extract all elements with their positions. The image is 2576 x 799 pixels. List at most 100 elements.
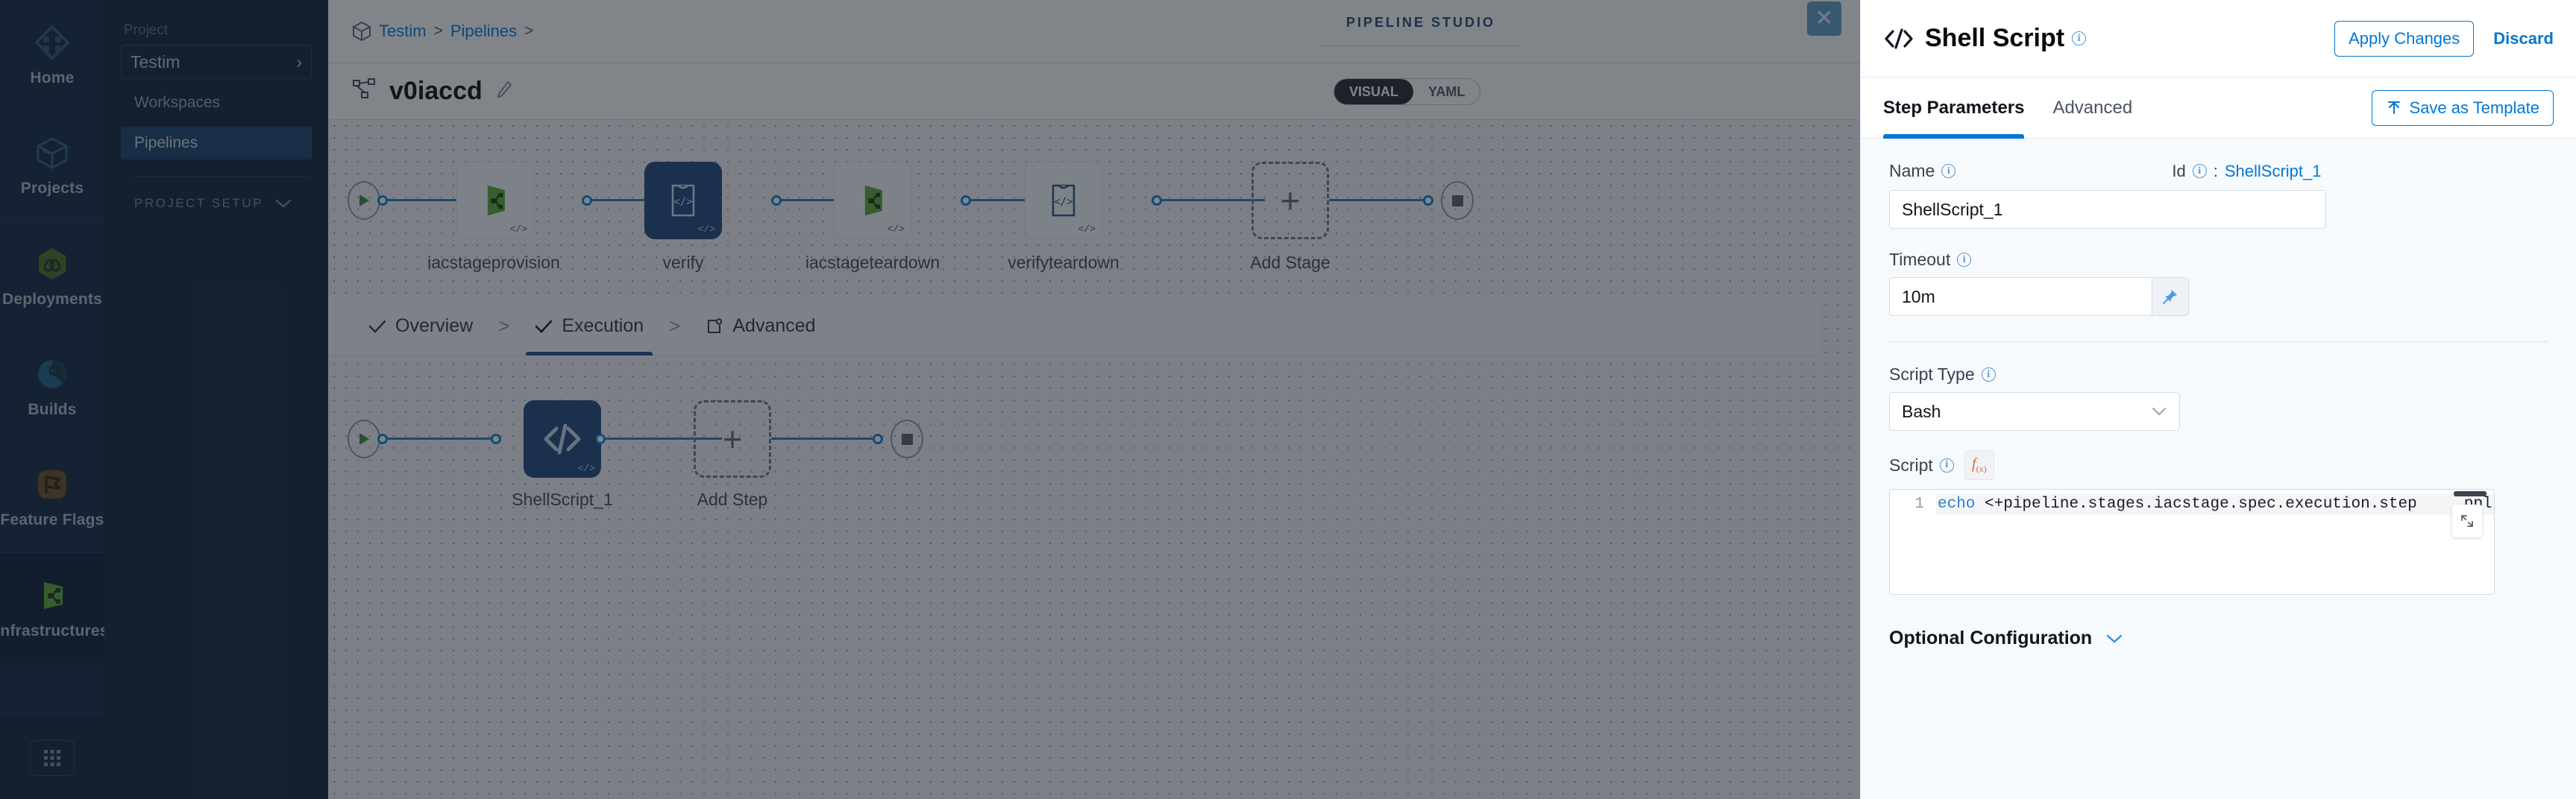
sub-tab-separator: >: [498, 315, 510, 337]
sidebar-item-feature-flags[interactable]: Feature Flags: [0, 442, 104, 552]
toggle-option-visual[interactable]: VISUAL: [1334, 79, 1414, 104]
project-setup-section[interactable]: PROJECT SETUP: [121, 190, 312, 217]
pencil-icon[interactable]: [496, 80, 512, 102]
step-type-badge: </>: [577, 463, 595, 474]
connector-line: [771, 438, 876, 440]
stage-type-badge: </>: [1078, 224, 1096, 235]
info-icon[interactable]: i: [1939, 458, 1954, 473]
step-node-shellscript-1[interactable]: </>: [524, 400, 601, 478]
info-icon[interactable]: i: [2192, 164, 2207, 178]
cube-icon: [352, 21, 371, 42]
play-icon: [359, 433, 369, 445]
add-step-button[interactable]: +: [694, 400, 771, 478]
id-label: Id: [2172, 161, 2186, 180]
nav-item-pipelines[interactable]: Pipelines: [121, 127, 312, 160]
infrastructure-icon: [487, 185, 505, 216]
info-icon[interactable]: i: [1981, 367, 1996, 382]
builds-pie-icon: [38, 360, 66, 389]
panel-body: Name i Id i : ShellScript_1 Timeout i: [1861, 139, 2576, 799]
script-type-select[interactable]: Bash: [1889, 392, 2180, 431]
infrastructure-icon: [44, 582, 63, 610]
timeout-label: Timeout: [1889, 250, 1951, 269]
timeout-pin-button[interactable]: [2152, 277, 2189, 316]
name-label: Name: [1889, 161, 1935, 180]
expression-fx-button[interactable]: f(x): [1964, 450, 1994, 480]
nav-divider: [133, 176, 310, 177]
nav-item-label: Workspaces: [134, 94, 221, 111]
editor-code[interactable]: echo <+pipeline.stages.iacstage.spec.exe…: [1936, 494, 2494, 515]
svg-text:</>: </>: [673, 196, 692, 208]
name-id-row: Name i Id i : ShellScript_1: [1889, 161, 2548, 181]
toggle-option-yaml[interactable]: YAML: [1428, 83, 1466, 99]
sub-tab-advanced[interactable]: Advanced: [692, 297, 829, 356]
info-icon[interactable]: i: [2072, 31, 2087, 45]
id-colon: :: [2213, 161, 2218, 180]
panel-header: Shell Script i Apply Changes Discard: [1861, 0, 2576, 78]
script-editor[interactable]: 1 echo <+pipeline.stages.iacstage.spec.e…: [1889, 489, 2495, 595]
script-type-value: Bash: [1902, 401, 1941, 421]
stop-icon: [901, 433, 913, 445]
panel-title: Shell Script: [1925, 24, 2065, 52]
info-icon[interactable]: i: [1957, 253, 1972, 267]
breadcrumb-item-testim[interactable]: Testim: [379, 22, 427, 40]
chevron-down-icon: [2106, 634, 2123, 643]
view-mode-toggle[interactable]: VISUAL YAML: [1333, 78, 1481, 105]
advanced-gear-icon: [708, 318, 723, 333]
stage-label: iacstageprovision: [427, 253, 560, 272]
sub-tab-label: Advanced: [732, 315, 816, 336]
name-input[interactable]: [1889, 190, 2326, 229]
stage-label: iacstageteardown: [805, 253, 940, 272]
stage-node-verifyteardown[interactable]: </> </>: [1025, 162, 1102, 239]
add-stage-label: Add Stage: [1250, 253, 1331, 272]
sidebar-item-deployments[interactable]: Deployments: [0, 221, 104, 332]
stage-type-badge: </>: [887, 224, 905, 235]
editor-expand-button[interactable]: [2452, 505, 2482, 537]
sub-tab-overview[interactable]: Overview: [355, 297, 486, 356]
add-stage-button[interactable]: +: [1251, 162, 1329, 239]
rail-footer: [0, 717, 104, 799]
sidebar-item-projects[interactable]: Projects: [0, 110, 104, 221]
info-icon[interactable]: i: [1941, 164, 1956, 178]
panel-tabs: Step Parameters Advanced Save as Templat…: [1861, 78, 2576, 139]
optional-configuration-toggle[interactable]: Optional Configuration: [1889, 628, 2548, 649]
editor-scrollbar[interactable]: [2454, 491, 2487, 496]
project-selector[interactable]: Testim ›: [121, 45, 312, 79]
sidebar-item-label: Projects: [20, 180, 84, 198]
stop-icon: [1451, 195, 1463, 206]
plus-icon: +: [1280, 180, 1301, 220]
close-studio-button[interactable]: ✕: [1807, 1, 1841, 36]
fx-label: f(x): [1972, 455, 1987, 474]
editor-line-number: 1: [1914, 496, 1924, 513]
sub-tab-label: Execution: [562, 315, 644, 336]
sidebar-item-builds[interactable]: Builds: [0, 332, 104, 442]
breadcrumb-item-pipelines[interactable]: Pipelines: [450, 22, 518, 40]
save-as-template-button[interactable]: Save as Template: [2371, 89, 2554, 126]
pipeline-graph-icon: [352, 78, 377, 104]
app-grid-button[interactable]: [30, 740, 75, 776]
expand-icon: [2461, 515, 2473, 527]
execution-start-node: [348, 420, 380, 458]
apply-changes-button[interactable]: Apply Changes: [2334, 20, 2475, 57]
script-label-wrap: Script i: [1889, 455, 1954, 476]
stage-label: verifyteardown: [1008, 253, 1119, 272]
stage-node-verify[interactable]: </> </>: [644, 162, 722, 239]
stage-node-iacstageteardown[interactable]: </>: [834, 162, 911, 239]
connector-anchor: [491, 434, 501, 444]
tab-step-parameters[interactable]: Step Parameters: [1883, 78, 2025, 139]
timeout-label-group: Timeout i: [1889, 250, 2548, 270]
stage-node-iacstageprovision[interactable]: </>: [456, 162, 534, 239]
connector-anchor: [1423, 195, 1433, 206]
sub-tab-execution[interactable]: Execution: [521, 297, 657, 356]
nav-item-workspaces[interactable]: Workspaces: [121, 86, 312, 119]
breadcrumb-separator: >: [524, 22, 534, 40]
discard-button[interactable]: Discard: [2493, 28, 2554, 48]
timeout-input[interactable]: [1889, 277, 2152, 316]
save-as-template-label: Save as Template: [2409, 98, 2539, 117]
sidebar-item-home[interactable]: Home: [0, 0, 104, 110]
home-diamond-icon: [34, 25, 70, 61]
sidebar-item-label: Home: [30, 69, 75, 87]
tab-advanced[interactable]: Advanced: [2052, 97, 2133, 118]
code-icon: [1885, 28, 1913, 49]
sidebar-item-infrastructures[interactable]: Infrastructures: [0, 553, 108, 663]
pipeline-start-node: [348, 181, 380, 220]
